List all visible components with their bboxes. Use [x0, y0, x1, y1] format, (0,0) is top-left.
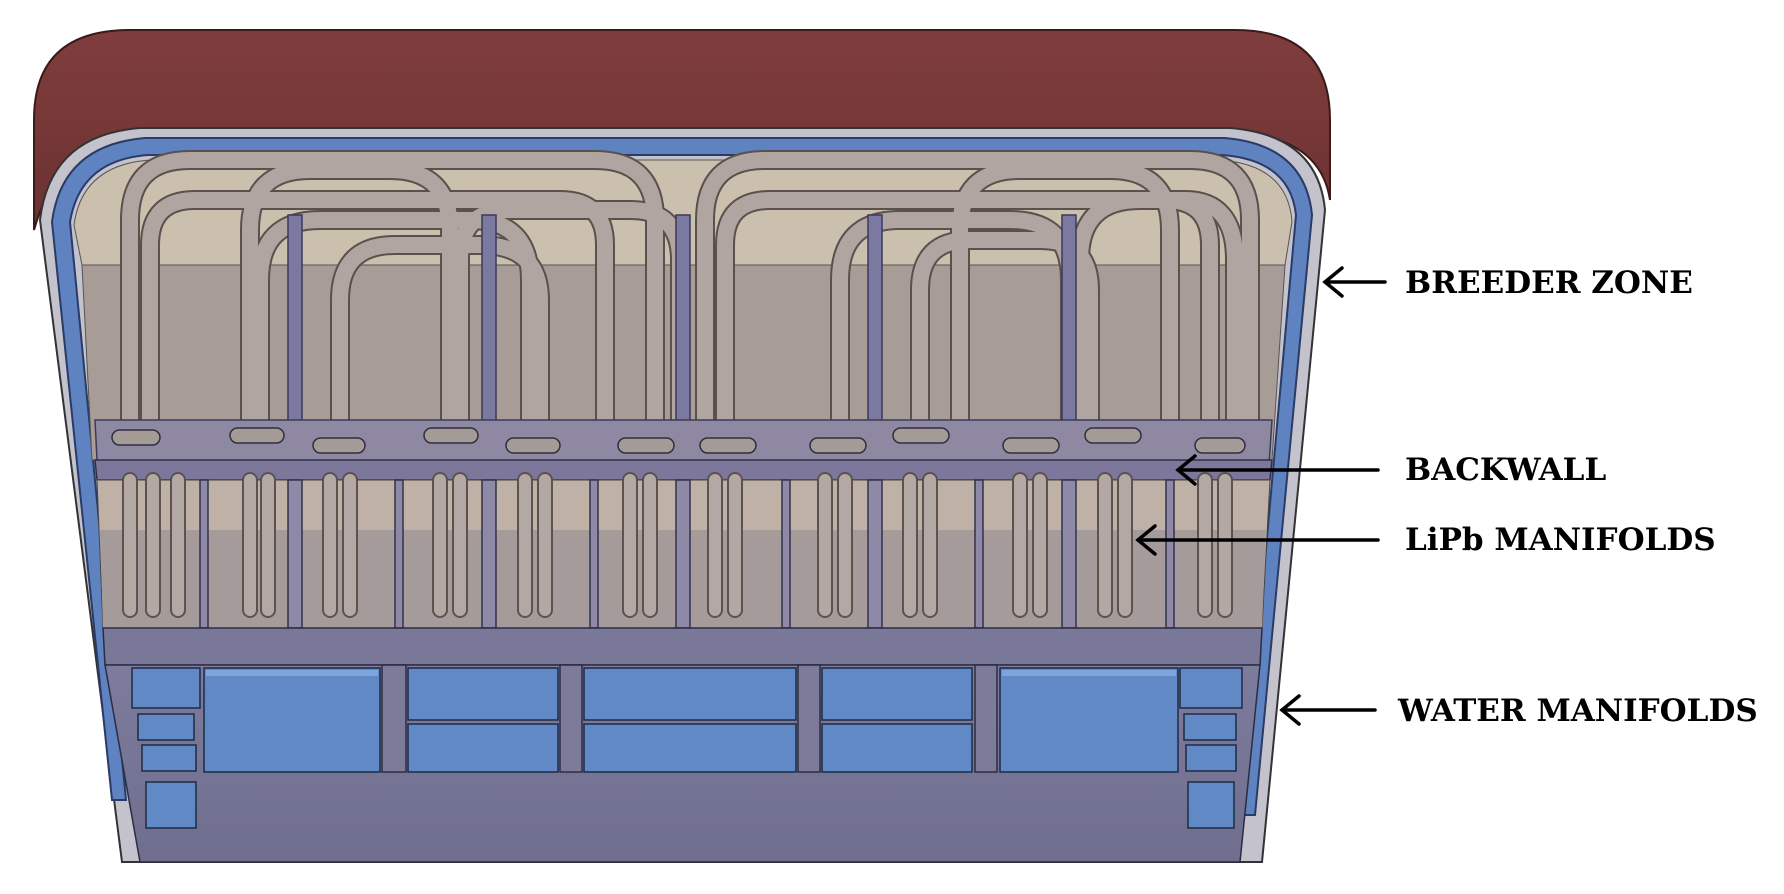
label-breeder-zone: BREEDER ZONE [1405, 265, 1693, 301]
backwall-pipe-slots [111, 427, 1246, 454]
water-manifold-highlights [206, 670, 1176, 676]
lipb-manifold-pipes [122, 472, 1233, 618]
label-backwall: BACKWALL [1405, 452, 1606, 488]
label-lipb-manifolds: LiPb MANIFOLDS [1405, 522, 1716, 558]
lipb-manifold-partitions [199, 479, 1175, 629]
callout-arrows [1135, 266, 1387, 726]
label-water-manifolds: WATER MANIFOLDS [1397, 693, 1758, 729]
water-manifold-blocks [131, 667, 1243, 829]
water-manifold-dividers [381, 664, 998, 773]
water-manifold-top-plate [102, 627, 1263, 666]
breeder-pipes-right [695, 150, 1260, 450]
